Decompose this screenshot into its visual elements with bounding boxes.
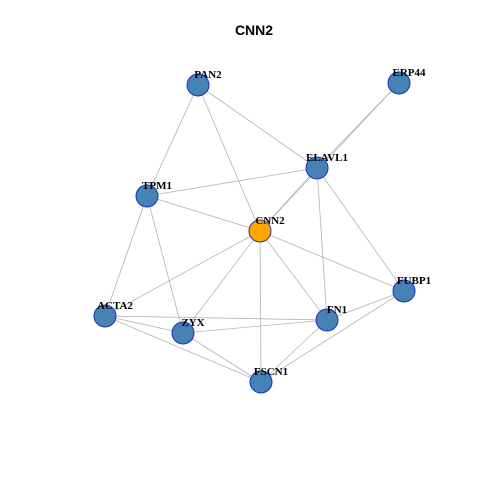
edge-fubp1-fscn1 [260, 290, 405, 383]
edge-elavl1-fn1 [316, 167, 328, 321]
node-fubp1 [392, 279, 416, 303]
edge-tpm1-zyx [146, 195, 184, 334]
edge-pan2-tpm1 [146, 84, 199, 197]
node-label-cnn2: CNN2 [255, 215, 285, 227]
edge-cnn2-fscn1 [259, 230, 262, 383]
edge-cnn2-fn1 [259, 230, 328, 321]
edge-pan2-cnn2 [197, 84, 261, 232]
edge-tpm1-cnn2 [146, 195, 261, 232]
node-elavl1 [305, 156, 329, 180]
node-label-erp44: ERP44 [393, 67, 427, 79]
edge-acta2-zyx [104, 315, 184, 334]
edge-elavl1-cnn2 [259, 167, 318, 232]
node-tpm1 [135, 184, 159, 208]
node-zyx [171, 321, 195, 345]
node-label-fn1: FN1 [327, 304, 347, 316]
edge-fn1-fscn1 [260, 319, 328, 383]
node-label-elavl1: ELAVL1 [306, 152, 348, 164]
node-fscn1 [249, 370, 273, 394]
node-layer [93, 71, 416, 394]
edge-cnn2-acta2 [104, 230, 261, 317]
edge-acta2-fn1 [104, 315, 328, 321]
node-label-acta2: ACTA2 [97, 300, 133, 312]
node-label-fscn1: FSCN1 [254, 366, 288, 378]
edge-acta2-fscn1 [104, 315, 262, 383]
edge-tpm1-elavl1 [146, 167, 318, 197]
edge-tpm1-acta2 [104, 195, 148, 317]
edge-fubp1-fn1 [326, 290, 405, 321]
diagram-title: CNN2 [235, 22, 273, 38]
edge-elavl1-fubp1 [316, 167, 405, 292]
node-pan2 [186, 73, 210, 97]
node-label-fubp1: FUBP1 [397, 275, 431, 287]
edge-zyx-fscn1 [182, 332, 262, 383]
edge-pan2-elavl1 [197, 84, 318, 169]
node-label-zyx: ZYX [181, 317, 204, 329]
node-label-tpm1: TPM1 [142, 180, 172, 192]
node-cnn2 [248, 219, 272, 243]
node-acta2 [93, 304, 117, 328]
edge-cnn2-zyx [182, 230, 261, 334]
edge-layer [104, 82, 405, 383]
edge-erp44-cnn2 [259, 82, 400, 232]
edge-cnn2-fubp1 [259, 230, 405, 292]
edge-zyx-fn1 [182, 319, 328, 334]
node-label-pan2: PAN2 [194, 69, 222, 81]
node-fn1 [315, 308, 339, 332]
node-erp44 [387, 71, 411, 95]
